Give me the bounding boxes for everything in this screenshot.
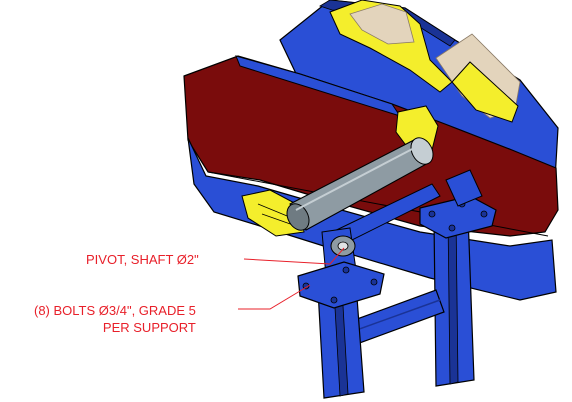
yellow-bracket-left: [241, 189, 305, 237]
pivot-leader-line: [243, 247, 345, 265]
shaft-end-cap: [410, 137, 434, 165]
gravel-fill-left: [349, 3, 415, 45]
bolt: [330, 296, 338, 304]
bolts-callout: (8) BOLTS Ø3/4", GRADE 5 PER SUPPORT: [34, 302, 196, 336]
bolt: [480, 210, 488, 218]
bolt: [342, 266, 350, 274]
left-base-plate: [297, 261, 385, 309]
shaft-near-end: [286, 203, 310, 231]
bolt: [448, 224, 456, 232]
bolts-callout-line2: PER SUPPORT: [102, 320, 196, 335]
pivot-callout: PIVOT, SHAFT Ø2": [86, 252, 199, 267]
bolts-callout-line1: (8) BOLTS Ø3/4", GRADE 5: [34, 303, 196, 318]
bolt: [428, 210, 436, 218]
bolts-leader-line: [238, 284, 311, 310]
yellow-side-plate: [451, 61, 519, 123]
upper-strut: [445, 169, 483, 207]
bolt: [370, 278, 378, 286]
right-column-flange: [447, 215, 459, 385]
